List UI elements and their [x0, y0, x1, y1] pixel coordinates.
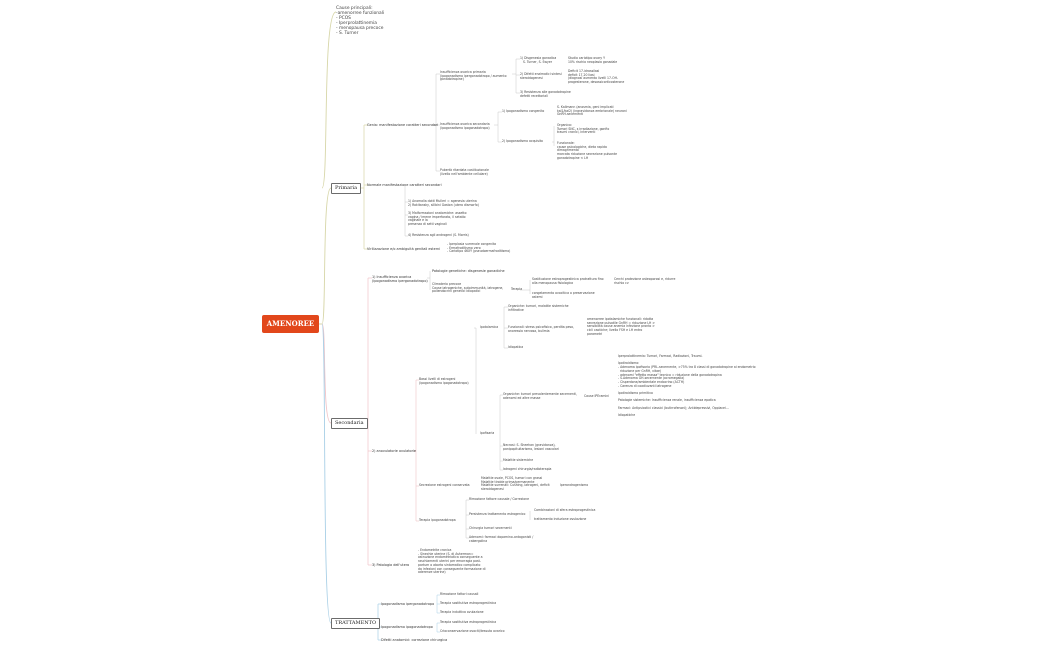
node-ipot-org[interactable]: Organiche: tumori, malattie sistemiche i…: [508, 304, 569, 312]
node-organico[interactable]: Organico: Tumori SNC, s irradiazione, go…: [557, 123, 610, 135]
node-ipogo[interactable]: Ipogonadismo ipogonadotropo: [381, 625, 433, 629]
node-ipot[interactable]: 2) anovulatorie ovulatorie: [372, 449, 417, 453]
node-uterine[interactable]: 3) Patologia dell'utero: [372, 563, 410, 567]
node-resistenza-andro[interactable]: 4) Resistenza agli androgeni (S. Morris): [408, 233, 469, 237]
node-insuff[interactable]: 1) Insufficienza ovarica (ipogonadismo i…: [372, 275, 428, 283]
node-radio[interactable]: Iatrogeni chirurgia/radioterapia: [503, 467, 552, 471]
node-cat-normali[interactable]: Genia: manifestazione caratteri secondar…: [367, 123, 439, 127]
node-ipofisaria[interactable]: Ipofisaria: [480, 431, 495, 435]
branch-secondaria[interactable]: Secondaria: [331, 418, 368, 429]
branch-primaria[interactable]: Primaria: [331, 183, 362, 194]
node-sistemiche[interactable]: Malattie sistemiche: [503, 458, 534, 462]
edge-root-secondaria: [321, 323, 332, 424]
node-estro[interactable]: Terapia sostitutiva estroprogestinica: [440, 620, 497, 624]
node-malformazioni[interactable]: 3) Malformazioni anatomiche: assetto vag…: [408, 211, 467, 227]
node-iperprol[interactable]: Cause IPEramini: [584, 394, 610, 398]
node-acquisito[interactable]: 2) Ipogonadismo acquisito: [502, 139, 543, 143]
node-terapia-det1[interactable]: Sostituzione estroprogestinica protrattu…: [532, 277, 604, 285]
node-terapia-det2[interactable]: Cerchi protezione osteoporosi e, ridurre…: [614, 277, 676, 285]
node-iperprol-det[interactable]: Iperprolattinemia: Tumori, Farmaci, Radi…: [618, 354, 756, 418]
node-congenito[interactable]: 1) Ipogonadismo congenito: [502, 109, 545, 113]
node-bassi[interactable]: Bassi livelli di estrogeni (ipogonadismo…: [419, 377, 469, 385]
node-mullerian[interactable]: 1) Anomalia dotti Mulleri = agenesia ute…: [408, 199, 479, 207]
node-disgenesia[interactable]: 1) Disgenesia gonadica S. Turner, S. Swy…: [520, 56, 557, 64]
node-secrezione[interactable]: Secrezione estrogeni conservata: [419, 483, 470, 487]
node-rimozione[interactable]: Rimozione fattore causale / Correzione: [469, 497, 529, 501]
root-node[interactable]: AMENOREE: [262, 315, 319, 333]
node-ins-primaria[interactable]: Insufficienza ovarica primaria (ipogonad…: [440, 70, 507, 82]
node-iperandro[interactable]: Iperandrogenismo: [560, 483, 589, 487]
node-virilizzazione[interactable]: Virilizzazione e/o ambiguità genitali es…: [367, 247, 441, 251]
node-rim[interactable]: Rimozione fattori causali: [440, 592, 479, 596]
node-terapia-ipo[interactable]: Terapia ipogonadotropa: [419, 518, 456, 522]
intro-note[interactable]: Cause principali: -amenorree funzionali …: [336, 6, 385, 36]
node-pubertaria[interactable]: Pubertà ritardata costituzionale (livell…: [440, 168, 489, 176]
node-persistenza-det1[interactable]: Combinazioni di sfera estroprogestinica: [534, 508, 596, 512]
node-secrezione-det[interactable]: Malattie ovaie, PCOS, tumori con grassi …: [481, 476, 550, 492]
node-ipot-funz-det[interactable]: amenorree ipotalamiche funzionali: ridot…: [587, 317, 655, 336]
edge-root-primaria: [321, 187, 332, 325]
node-congenito-det[interactable]: S. Kallmann (anosmia, geni implicati kal…: [557, 105, 627, 117]
node-agonisti[interactable]: Adenomi: farmaci dopamino-antagonisti / …: [469, 535, 534, 543]
edge-root-trattamento: [321, 323, 332, 624]
node-difetti[interactable]: 2) Difetti enzimatici sintesi steroidoge…: [520, 72, 562, 80]
node-uterine-det[interactable]: - Endometrite cronica - Sinechie uterine…: [418, 548, 486, 575]
node-sost[interactable]: Terapia sostitutiva estroprogestinica: [440, 601, 497, 605]
node-terapia-det3[interactable]: congelamento ovocitica o preservazione a…: [532, 291, 595, 299]
node-persistenza[interactable]: Persistenza trattamento estrogenico: [469, 512, 526, 516]
node-funzionale[interactable]: Funzionale: cause psicologiche, dieta ra…: [557, 141, 617, 160]
node-ipof-org[interactable]: Organiche: tumori prevalentemente secern…: [503, 392, 577, 400]
node-sheehan[interactable]: Necrosi: S. Sheehan (gravidanza), panipo…: [503, 443, 559, 451]
node-ipot-funz[interactable]: Funzionali: stress psicofisico, perdita …: [508, 325, 575, 333]
node-difetti-tratt[interactable]: Difetti anatomici: correzione chirurgica: [381, 638, 448, 642]
branch-trattamento[interactable]: TRATTAMENTO: [331, 618, 381, 629]
node-climaterio[interactable]: Climaterio precoce Cause iatrogeniche, a…: [432, 282, 504, 294]
node-chirurgia[interactable]: Chirurgia tumori secernenti: [469, 526, 512, 530]
node-crio[interactable]: Crioconservazione ovociti/tessuto ovaric…: [440, 629, 505, 633]
node-persistenza-det2[interactable]: trattamento induzione ovulazione: [534, 517, 587, 521]
node-ipergo[interactable]: Ipogonadismo ipergonadotropo: [381, 602, 435, 606]
node-ins-secondaria[interactable]: Insufficienza ovarica secondaria (ipogon…: [440, 122, 490, 130]
node-difetti-det[interactable]: Deficit 17-idrossilasi deficit 17,20 lia…: [568, 69, 625, 85]
node-disgenesia-det[interactable]: Studio cariotipo ovary Y 10% rischio neo…: [568, 56, 618, 64]
node-induttiva[interactable]: Terapia induttiva ovulazione: [440, 610, 484, 614]
node-genetiche[interactable]: Patologie genetiche: disgenesie gonadich…: [432, 269, 505, 273]
node-cat-manif[interactable]: Normale manifestazione caratteri seconda…: [367, 183, 442, 187]
node-ipotalamica[interactable]: Ipotalamica: [480, 325, 499, 329]
edge-root-intro: [321, 11, 337, 189]
node-idiopatica[interactable]: Idiopatica: [508, 345, 524, 349]
node-virilizzazione-det[interactable]: - Iperplasia surrenale congenita - Ermaf…: [447, 242, 511, 254]
node-terapia[interactable]: Terapia: [511, 287, 523, 291]
node-resistenza[interactable]: 3) Resistenza alle gonadotropine defetti…: [520, 90, 571, 98]
